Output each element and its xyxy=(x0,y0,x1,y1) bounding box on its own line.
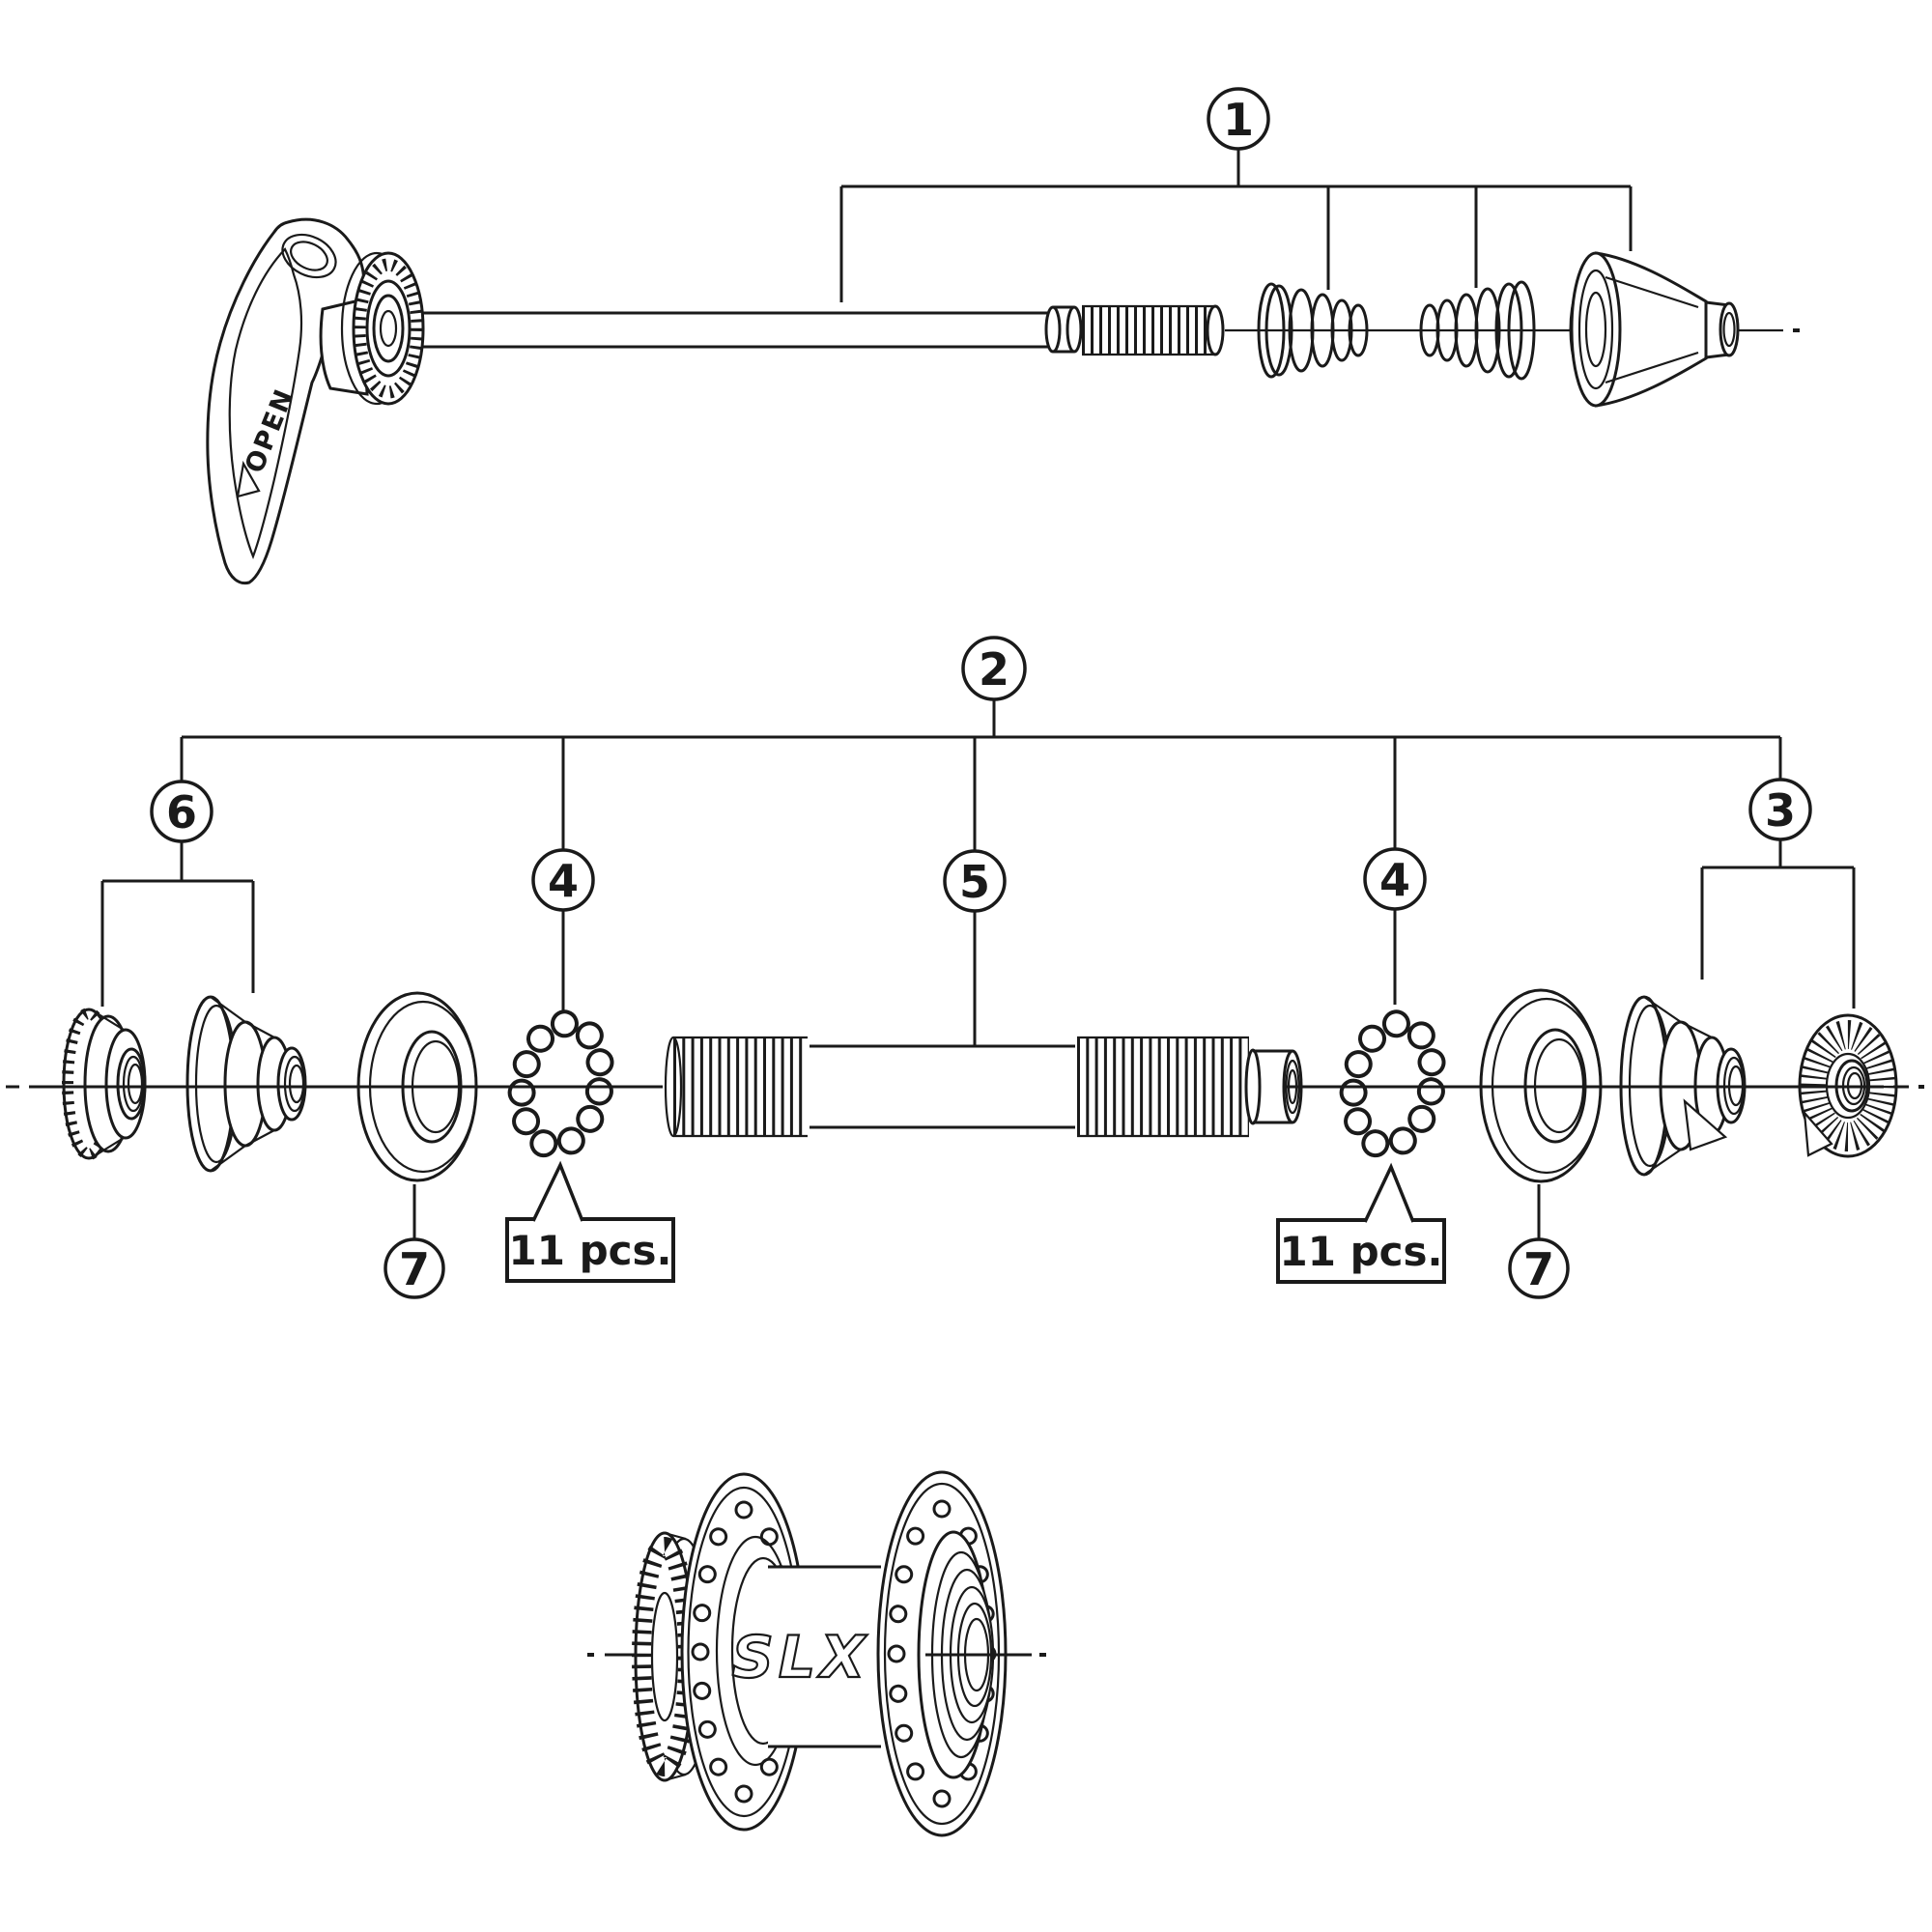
skewer-spring-left xyxy=(1257,282,1369,379)
callout-bracket-1 xyxy=(839,149,1633,302)
hub-axle xyxy=(664,1036,1303,1138)
skewer-end-nut xyxy=(1569,251,1740,408)
quick-release-assembly: OPEN 1 xyxy=(206,87,1800,585)
quantity-box-right: 11 pcs. xyxy=(1276,1162,1446,1284)
cone-left xyxy=(185,995,307,1173)
callout-7-left: 7 xyxy=(384,1237,445,1299)
ball-retainer-left xyxy=(507,1009,615,1160)
callout-5: 5 xyxy=(943,849,1007,913)
hub-barrel xyxy=(768,1565,881,1748)
callout-2: 2 xyxy=(961,636,1027,701)
svg-text:6: 6 xyxy=(166,786,197,838)
lever-pivot-hole xyxy=(281,233,337,279)
svg-text:7: 7 xyxy=(399,1243,430,1295)
callout-bracket-3 xyxy=(1700,839,1856,1009)
hub-shell: SLX xyxy=(587,1470,1046,1837)
callout-leaders-7 xyxy=(412,1184,1541,1238)
hub-axle-unit: 2 6 4 5 4 3 7 7 xyxy=(6,636,1924,1299)
callout-bracket-2 xyxy=(180,699,1782,1045)
callout-4-left: 4 xyxy=(531,848,595,912)
svg-text:4: 4 xyxy=(1379,854,1410,906)
ball-retainer-right xyxy=(1339,1009,1447,1160)
skewer-spring-right xyxy=(1419,280,1536,381)
svg-text:1: 1 xyxy=(1223,94,1254,146)
svg-text:7: 7 xyxy=(1523,1243,1554,1295)
callout-3: 3 xyxy=(1748,778,1812,841)
skewer-rod xyxy=(413,304,1225,356)
callout-bracket-6 xyxy=(100,841,255,1007)
svg-text:3: 3 xyxy=(1765,784,1796,837)
lever-arrow-icon xyxy=(236,460,261,498)
svg-text:11 pcs.: 11 pcs. xyxy=(1280,1228,1443,1275)
callout-1: 1 xyxy=(1207,87,1270,151)
lock-nut-left xyxy=(62,1008,147,1160)
svg-text:11 pcs.: 11 pcs. xyxy=(509,1227,672,1274)
callout-4-right: 4 xyxy=(1363,847,1427,911)
hub-slx-logo: SLX xyxy=(732,1624,870,1691)
callout-6: 6 xyxy=(150,780,213,843)
svg-text:5: 5 xyxy=(959,856,990,908)
quick-release-lever: OPEN xyxy=(206,217,425,585)
quantity-box-left: 11 pcs. xyxy=(505,1160,675,1283)
svg-text:4: 4 xyxy=(548,855,579,907)
callout-7-right: 7 xyxy=(1508,1237,1570,1299)
lever-serrated-washer xyxy=(340,251,425,406)
svg-text:2: 2 xyxy=(979,643,1009,696)
